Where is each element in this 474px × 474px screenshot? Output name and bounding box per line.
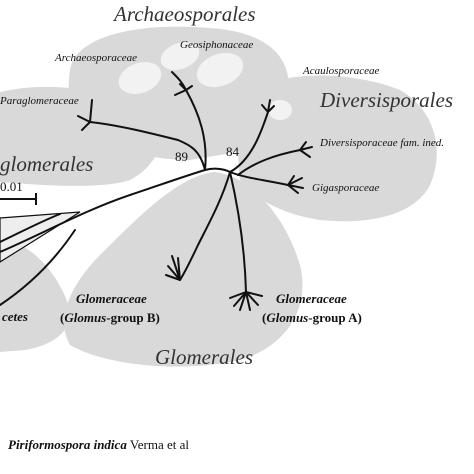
order-paraglomerales: glomerales <box>0 152 94 176</box>
family-geosiphonaceae: Geosiphonaceae <box>180 39 254 51</box>
order-glomerales: Glomerales <box>155 345 253 369</box>
paraglomerales-region <box>0 86 164 186</box>
scale-bar-label: 0.01 <box>0 179 23 194</box>
glomerales-region <box>64 172 303 367</box>
caption-species: Piriformospora indica <box>8 437 127 452</box>
glomus-group-b-label: (Glomus-group B) <box>60 310 160 325</box>
acaulosporaceae-blob <box>268 100 292 120</box>
figure-caption: Piriformospora indica Verma et al <box>8 437 189 453</box>
mycetes-label: cetes <box>2 309 28 324</box>
caption-authority: Verma et al <box>126 437 190 452</box>
order-archaeosporales: Archaeosporales <box>114 2 256 26</box>
archaeosporaceae-blob <box>118 62 162 94</box>
mycetes-region <box>0 240 71 352</box>
scale-bar <box>0 193 37 205</box>
family-gigasporaceae: Gigasporaceae <box>312 182 380 194</box>
bootstrap-node-left: 89 <box>175 149 188 164</box>
family-diversisporaceae: Diversisporaceae fam. ined. <box>320 137 445 149</box>
family-glomeraceae-b: Glomeraceae <box>76 291 147 306</box>
tree-branches <box>0 71 313 311</box>
family-paraglomeraceae: Paraglomeraceae <box>0 95 79 107</box>
bootstrap-node-right: 84 <box>226 144 239 159</box>
family-archaeosporaceae: Archaeosporaceae <box>55 52 138 64</box>
geosiphonaceae-blob <box>196 52 244 88</box>
order-diversisporales: Diversisporales <box>320 88 453 112</box>
family-acaulosporaceae: Acaulosporaceae <box>303 65 380 77</box>
family-glomeraceae-a: Glomeraceae <box>276 291 347 306</box>
archaeosporaceae-blob-2 <box>160 41 200 71</box>
glomus-group-a-label: (Glomus-group A) <box>262 310 362 325</box>
